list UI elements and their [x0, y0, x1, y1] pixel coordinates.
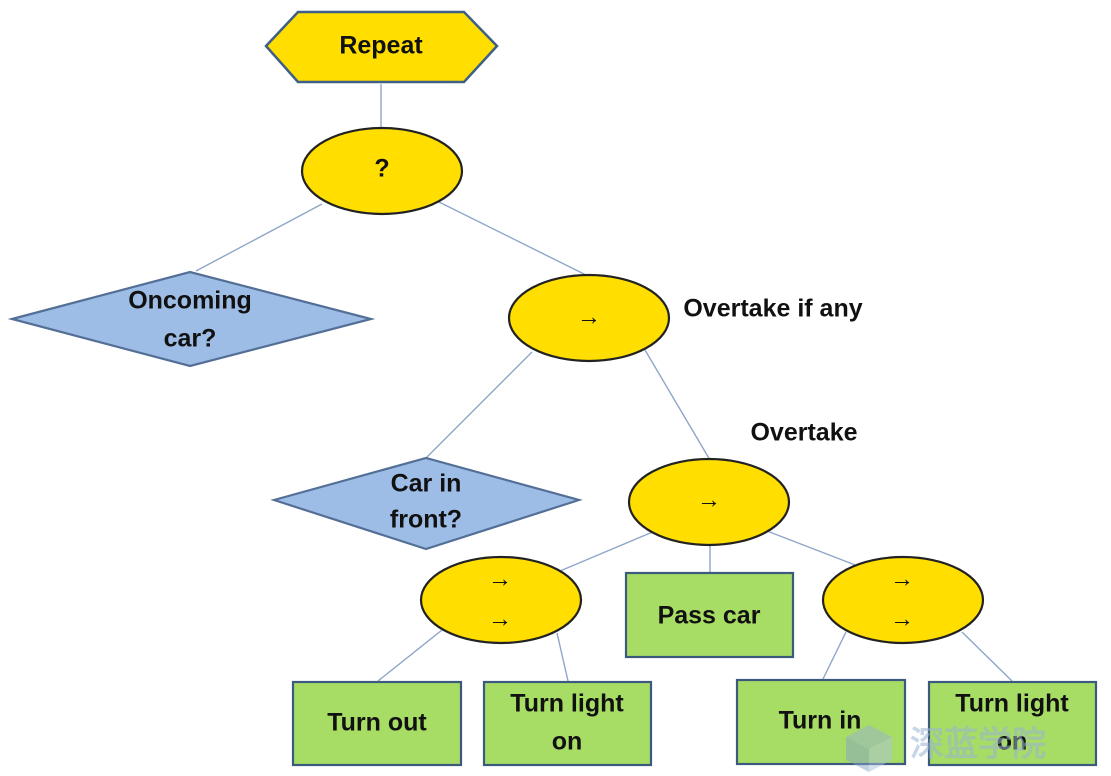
car-in-front-line1: Car in — [391, 470, 462, 498]
selector-label: ? — [374, 155, 389, 183]
overtake-node: → Overtake — [627, 419, 858, 547]
pass-car-action: Pass car — [624, 571, 795, 659]
edge-selector-to-oncoming — [195, 203, 323, 272]
car-in-front-line2: front? — [390, 506, 462, 534]
edge-overtake-if-any-to-overtake — [644, 349, 711, 461]
selector-node: ? — [300, 126, 464, 216]
overtake-if-any-caption: Overtake if any — [683, 295, 862, 323]
edge-overtake-to-left-sequence — [559, 530, 656, 572]
left-sequence-arrow-top-icon: → — [488, 565, 512, 592]
turn-light-on-left-action: Turn light on — [482, 680, 653, 767]
watermark-text: 深蓝学院 — [910, 725, 1046, 765]
oncoming-car-line1: Oncoming — [128, 287, 252, 315]
turn-out-label: Turn out — [327, 709, 427, 737]
left-sequence-node: → → — [419, 555, 583, 645]
edge-left-sequence-to-turn-out — [377, 629, 443, 682]
right-sequence-node: → → — [821, 555, 985, 645]
turn-light-on-right-action: Turn light on — [927, 680, 1098, 767]
turn-light-on-right-line2: on — [997, 728, 1028, 756]
oncoming-car-line2: car? — [164, 325, 217, 353]
edge-overtake-if-any-to-car-in-front — [425, 351, 533, 459]
car-in-front-condition: Car in front? — [270, 456, 583, 551]
repeat-label: Repeat — [339, 32, 423, 60]
edge-left-sequence-to-turn-light-on-left — [556, 632, 569, 682]
turn-light-on-left-line1: Turn light — [510, 690, 624, 718]
right-sequence-arrow-top-icon: → — [890, 565, 914, 592]
pass-car-label: Pass car — [658, 602, 761, 630]
overtake-arrow-icon: → — [697, 486, 721, 513]
repeat-node: Repeat — [264, 10, 499, 84]
left-sequence-arrow-bottom-icon: → — [488, 605, 512, 632]
edge-right-sequence-to-turn-light-on-right — [961, 631, 1013, 682]
turn-light-on-right-line1: Turn light — [955, 690, 1069, 718]
tree-edges — [195, 84, 1013, 682]
turn-out-action: Turn out — [291, 680, 463, 767]
overtake-caption: Overtake — [750, 419, 857, 447]
watermark: 深蓝学院 — [846, 725, 1046, 772]
edge-right-sequence-to-turn-in — [822, 631, 847, 680]
watermark-logo-icon — [846, 725, 892, 772]
turn-light-on-left-line2: on — [552, 728, 583, 756]
right-sequence-arrow-bottom-icon: → — [890, 605, 914, 632]
oncoming-car-condition: Oncoming car? — [7, 270, 376, 368]
overtake-if-any-node: → Overtake if any — [507, 273, 863, 363]
edge-selector-to-overtake-if-any — [438, 201, 587, 276]
overtake-if-any-arrow-icon: → — [577, 303, 601, 330]
turn-in-label: Turn in — [779, 707, 862, 735]
